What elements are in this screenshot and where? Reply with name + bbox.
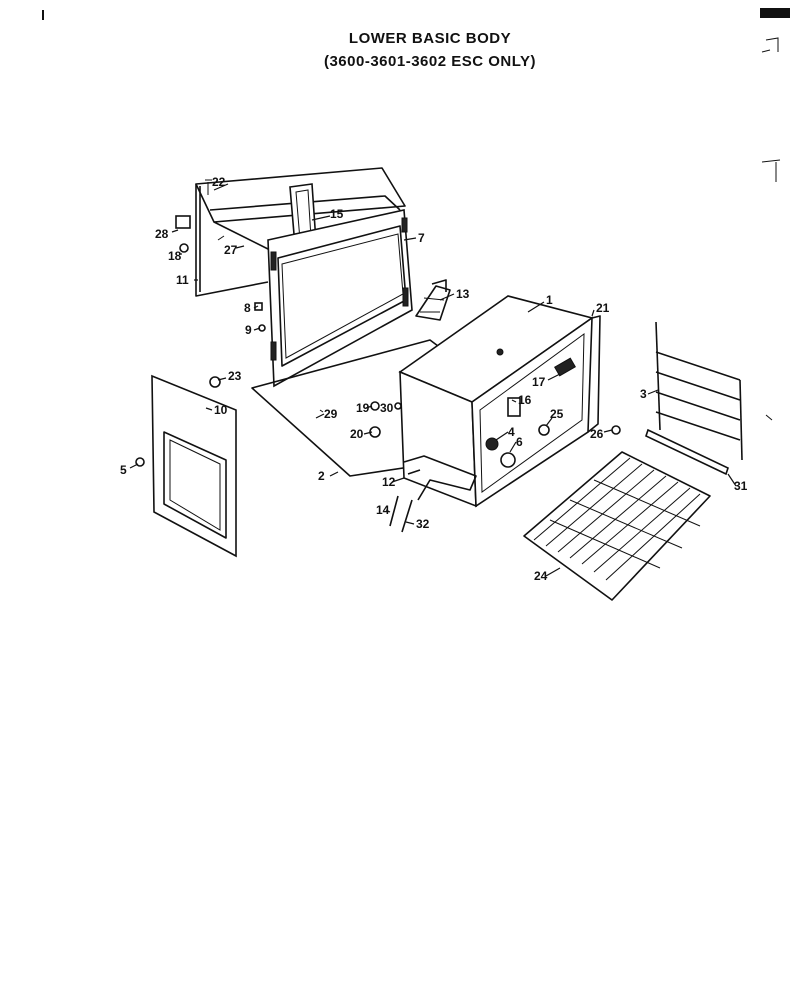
burner-assembly	[415, 279, 451, 321]
label-part-18: 18	[168, 249, 182, 263]
diagram-subtitle: (3600-3601-3602 ESC ONLY)	[323, 53, 537, 70]
label-part-28: 28	[155, 227, 169, 241]
label-part-13: 13	[456, 287, 470, 301]
label-part-2: 2	[318, 469, 325, 483]
pilot-bracket	[370, 401, 380, 411]
label-part-31: 31	[734, 479, 748, 493]
label-part-9: 9	[245, 323, 252, 337]
label-part-10: 10	[214, 403, 228, 417]
label-part-27: 27	[224, 243, 238, 257]
diagram-title: LOWER BASIC BODY	[348, 30, 512, 47]
rack-clip	[611, 425, 621, 435]
label-part-7: 7	[418, 231, 425, 245]
leader-lines	[129, 183, 737, 577]
label-part-24: 24	[534, 569, 548, 583]
door-bumper	[209, 376, 221, 388]
label-part-12: 12	[382, 475, 396, 489]
front-door-frame	[267, 209, 413, 388]
rack-side-supports	[655, 321, 743, 461]
oven-rack	[523, 451, 711, 601]
label-part-20: 20	[350, 427, 364, 441]
scan-mark-top-left	[42, 10, 44, 20]
thermostat-rod	[401, 499, 413, 533]
label-part-15: 15	[330, 207, 344, 221]
rack-rod	[645, 428, 729, 476]
label-part-29: 29	[324, 407, 338, 421]
label-part-11: 11	[176, 273, 189, 287]
label-part-3: 3	[640, 387, 647, 401]
liner-trim	[587, 315, 601, 433]
label-part-26: 26	[590, 427, 604, 441]
label-part-32: 32	[416, 517, 430, 531]
oven-door-panel	[151, 374, 237, 558]
top-back-frame	[195, 167, 406, 297]
label-part-21: 21	[596, 301, 610, 315]
burner-orifice	[507, 397, 521, 417]
label-part-8: 8	[244, 301, 251, 315]
scan-mark-top-right	[760, 8, 790, 18]
label-part-22: 22	[212, 175, 226, 189]
scan-mark-right-2	[761, 159, 781, 182]
pilot-rod	[389, 495, 399, 527]
label-part-17: 17	[532, 375, 546, 389]
gas-tube	[403, 455, 477, 501]
label-part-1: 1	[546, 293, 553, 307]
oven-liner-box	[398, 295, 594, 508]
label-part-30: 30	[380, 401, 394, 415]
label-part-16: 16	[518, 393, 532, 407]
label-part-4: 4	[508, 425, 515, 439]
vent-screw	[179, 243, 189, 253]
label-part-25: 25	[550, 407, 564, 421]
label-part-5: 5	[120, 463, 127, 477]
scan-mark-right-3	[765, 414, 773, 421]
label-part-19: 19	[356, 401, 370, 415]
label-part-23: 23	[228, 369, 242, 383]
insulation-mark	[217, 235, 225, 241]
vent-cover	[175, 215, 191, 229]
scan-mark-right	[761, 37, 779, 53]
label-part-6: 6	[516, 435, 523, 449]
label-part-14: 14	[376, 503, 390, 517]
hinge-clip	[254, 302, 263, 311]
pilot-fitting	[394, 402, 402, 410]
